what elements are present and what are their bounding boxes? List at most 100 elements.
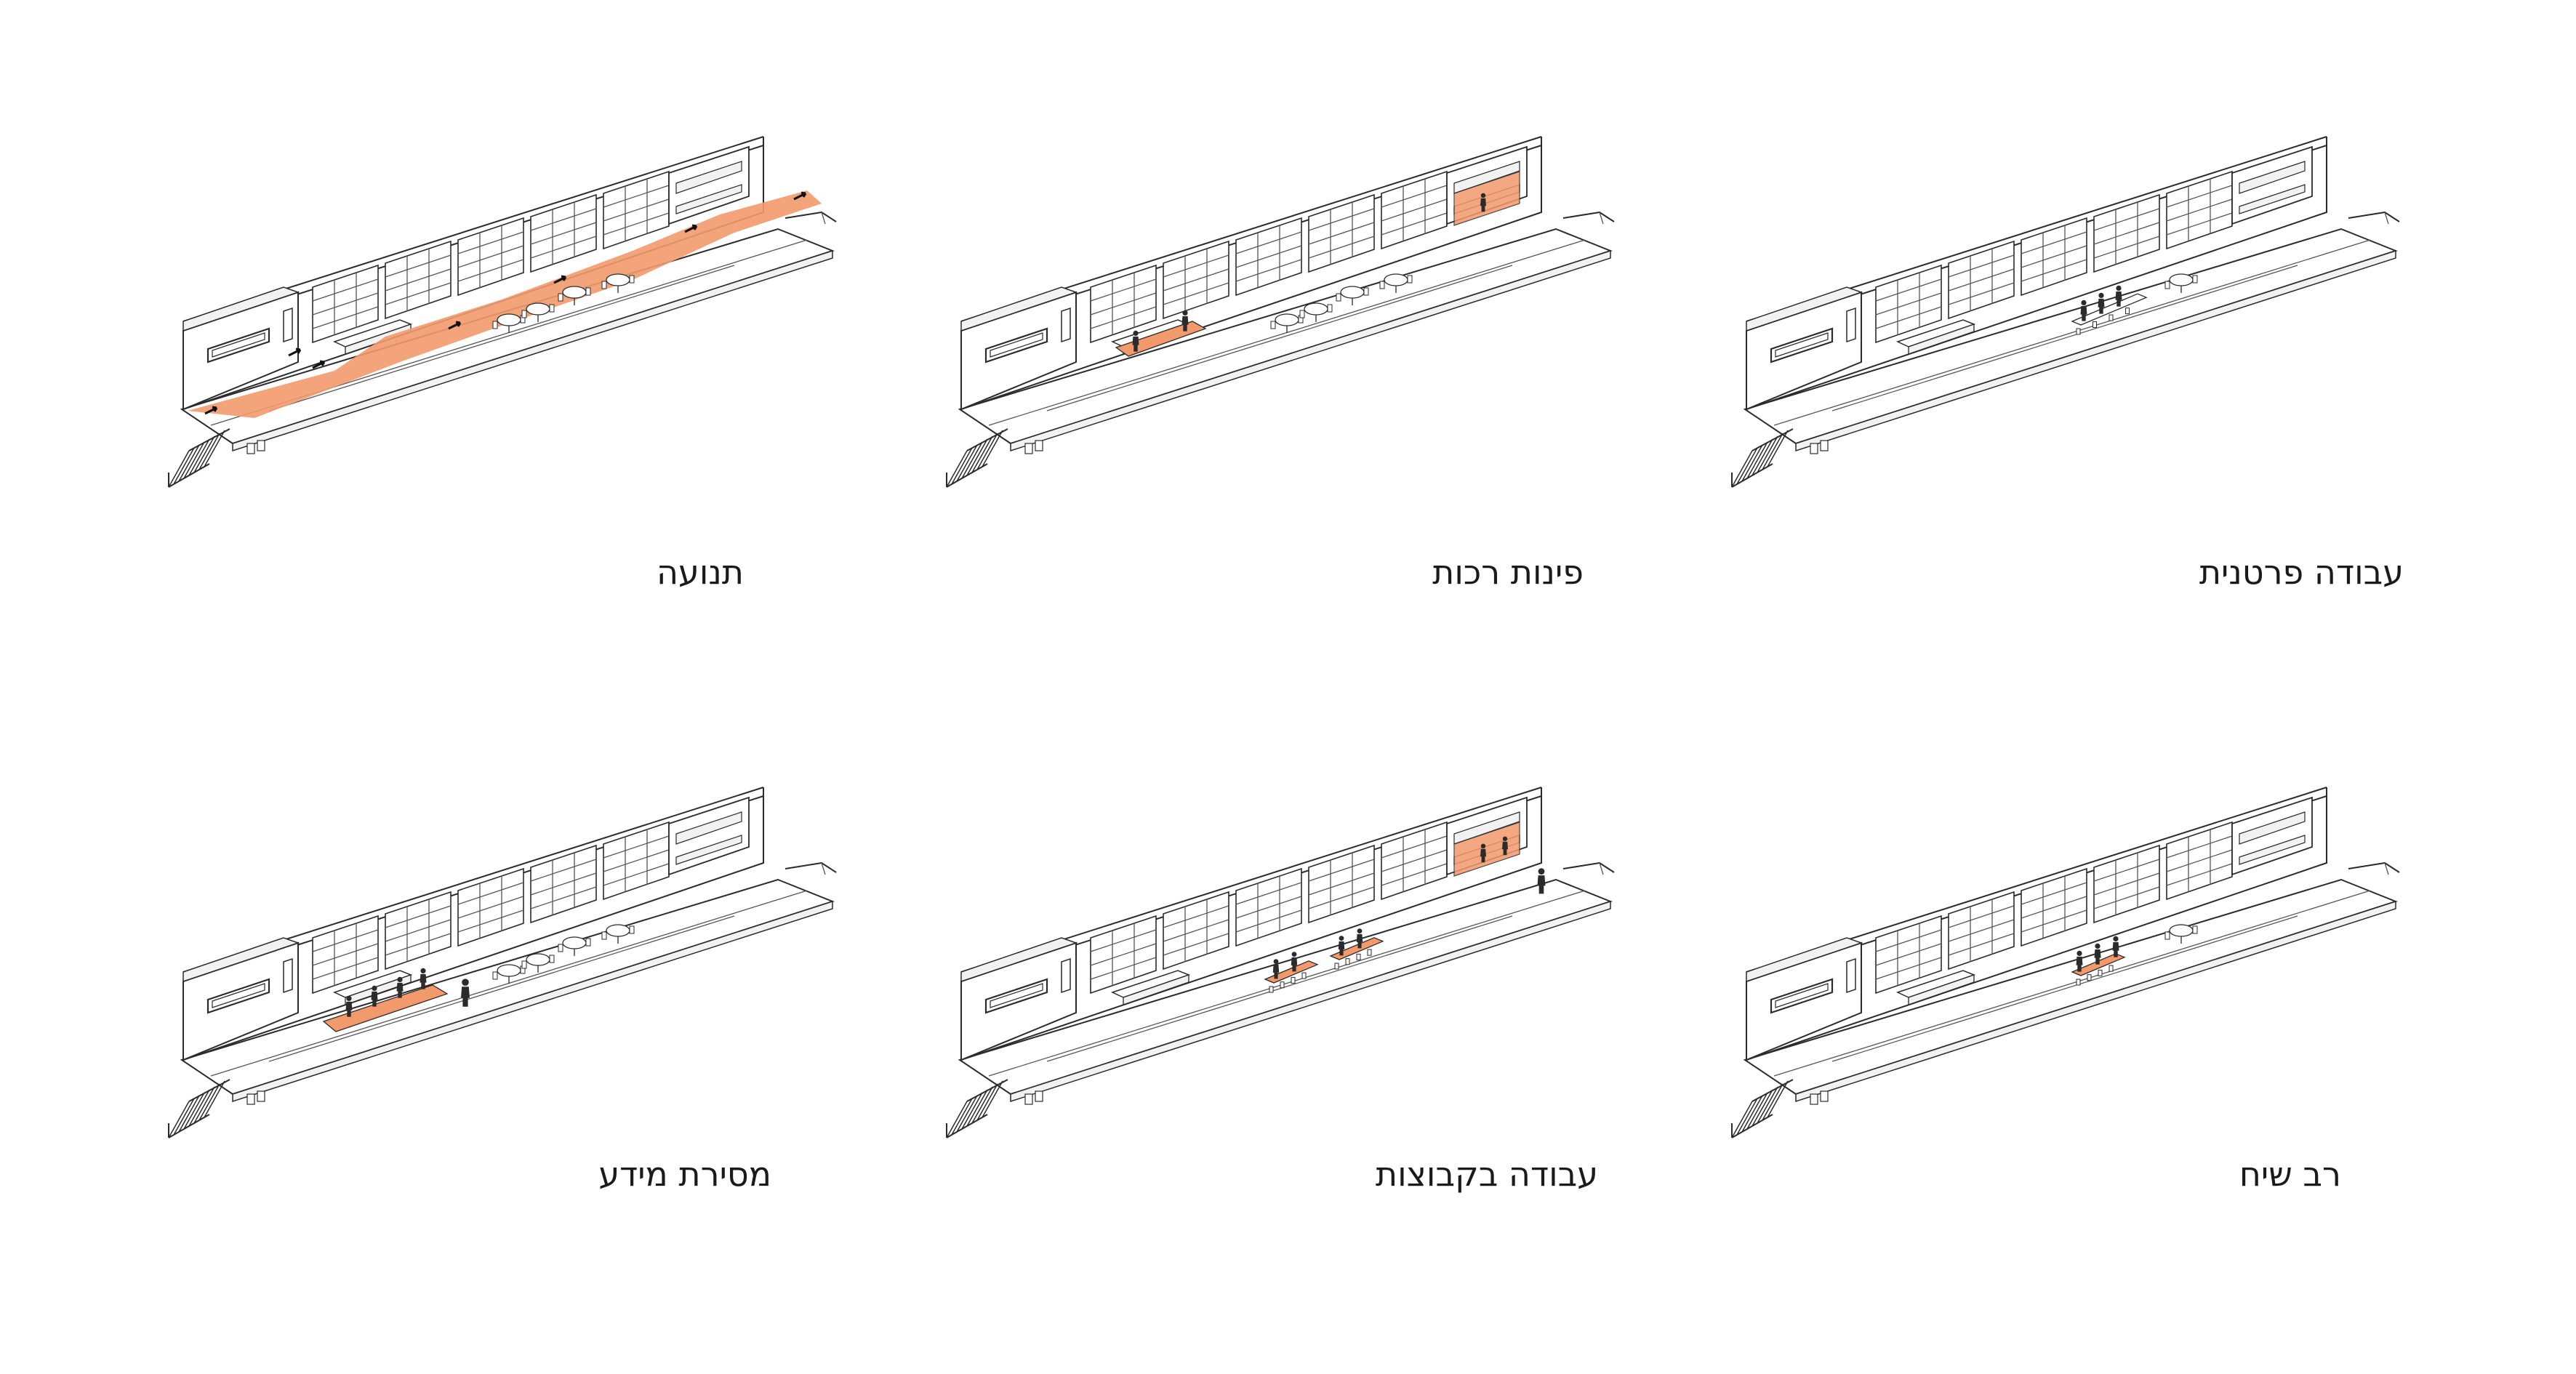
person-figure xyxy=(1291,952,1298,972)
arrow-icon xyxy=(204,406,218,415)
presentation-area-highlight xyxy=(322,984,449,1032)
bin xyxy=(257,1090,265,1102)
round-table xyxy=(1336,286,1369,305)
floor-guide xyxy=(988,890,1586,1077)
person-figure xyxy=(1338,936,1345,956)
slab-edge xyxy=(232,249,833,452)
floor-guide xyxy=(1046,915,1513,1062)
person-figure xyxy=(420,968,427,989)
person-figure xyxy=(2112,936,2119,957)
person-figure xyxy=(2080,300,2087,321)
round-table xyxy=(521,953,555,973)
caption-movement: תנועה xyxy=(656,553,744,592)
round-table xyxy=(1270,313,1304,333)
person-figure xyxy=(1356,928,1363,949)
panel-information-delivery xyxy=(167,782,851,1218)
bin xyxy=(1024,443,1033,454)
panel-soft-corners xyxy=(945,131,1629,567)
person-figure xyxy=(1132,330,1139,352)
round-table xyxy=(558,936,591,956)
building-model xyxy=(168,136,837,488)
rear-steps xyxy=(2348,862,2400,873)
entrance-stairs xyxy=(1731,428,1794,488)
building-model xyxy=(1731,787,2400,1138)
person-figure xyxy=(2094,943,2101,965)
building-model xyxy=(946,136,1615,488)
floor-guide xyxy=(1773,890,2371,1077)
round-table xyxy=(2164,924,2198,944)
entrance-stairs xyxy=(1731,1079,1794,1138)
slab-edge xyxy=(232,900,833,1103)
round-table xyxy=(601,273,635,293)
person-figure xyxy=(345,995,353,1017)
caption-dialogue: רב שיח xyxy=(2239,1154,2341,1194)
panel-group-work xyxy=(945,782,1629,1218)
person-figure xyxy=(371,985,378,1007)
isometric-drawing-individual-work xyxy=(1731,136,2400,488)
entrance-stairs xyxy=(168,1079,230,1138)
floor-guide xyxy=(268,915,735,1062)
person-figure xyxy=(2115,285,2122,307)
soft-corner-highlight xyxy=(1115,321,1207,357)
group-area-highlight xyxy=(1453,821,1520,877)
bin xyxy=(246,1093,255,1105)
rear-steps xyxy=(785,212,837,222)
person-figure xyxy=(2098,292,2105,314)
table-with-chairs xyxy=(2071,953,2126,986)
caption-individual-work: עבודה פרטנית xyxy=(2199,553,2404,592)
caption-information-delivery: מסירת מידע xyxy=(598,1154,771,1194)
person-figure xyxy=(1181,310,1189,332)
rear-steps xyxy=(785,862,837,873)
person-figure xyxy=(1480,193,1486,212)
floor-guide xyxy=(1773,239,2371,426)
door xyxy=(1846,307,1856,343)
door xyxy=(1061,957,1071,994)
bin xyxy=(1810,443,1818,454)
entrance-stairs xyxy=(168,428,230,488)
arrow-icon xyxy=(448,321,462,330)
isometric-drawing-soft-corners xyxy=(946,136,1615,488)
door xyxy=(1846,957,1856,994)
person-figure xyxy=(2076,950,2083,972)
panel-individual-work xyxy=(1730,131,2414,567)
round-table xyxy=(492,964,526,984)
table-with-chairs xyxy=(2071,293,2148,335)
person-figure xyxy=(396,976,404,998)
round-table xyxy=(2164,273,2198,293)
round-table xyxy=(601,924,635,944)
movement-path-highlight xyxy=(188,190,822,418)
arrow-icon xyxy=(312,360,326,369)
person-figure xyxy=(1272,959,1280,979)
door xyxy=(283,307,293,343)
arrow-icon xyxy=(793,191,807,201)
round-table xyxy=(558,286,591,305)
bin xyxy=(1820,1090,1829,1102)
building-model xyxy=(168,787,837,1138)
slab-edge xyxy=(1010,900,1611,1103)
bin xyxy=(1820,440,1829,451)
slab-edge xyxy=(1795,900,2396,1103)
soft-corner-highlight xyxy=(1453,171,1520,226)
bin xyxy=(1024,1093,1033,1105)
floor-guide xyxy=(1046,265,1513,411)
person-figure xyxy=(461,979,470,1007)
floor-guide xyxy=(1831,915,2298,1062)
door xyxy=(1061,307,1071,343)
bin xyxy=(257,440,265,451)
slab-edge xyxy=(1010,249,1611,452)
arrow-icon xyxy=(553,275,567,284)
entrance-stairs xyxy=(946,1079,1008,1138)
caption-soft-corners: פינות רכות xyxy=(1432,553,1584,592)
bin xyxy=(1035,440,1043,451)
round-table xyxy=(1299,302,1333,322)
isometric-drawing-information-delivery xyxy=(168,787,837,1138)
isometric-drawing-movement xyxy=(168,136,837,488)
isometric-drawing-group-work xyxy=(946,787,1615,1138)
door xyxy=(283,957,293,994)
panel-movement xyxy=(167,131,851,567)
rear-steps xyxy=(1562,212,1615,222)
bin xyxy=(1810,1093,1818,1105)
person-figure xyxy=(1537,868,1546,894)
building-model xyxy=(946,787,1615,1138)
